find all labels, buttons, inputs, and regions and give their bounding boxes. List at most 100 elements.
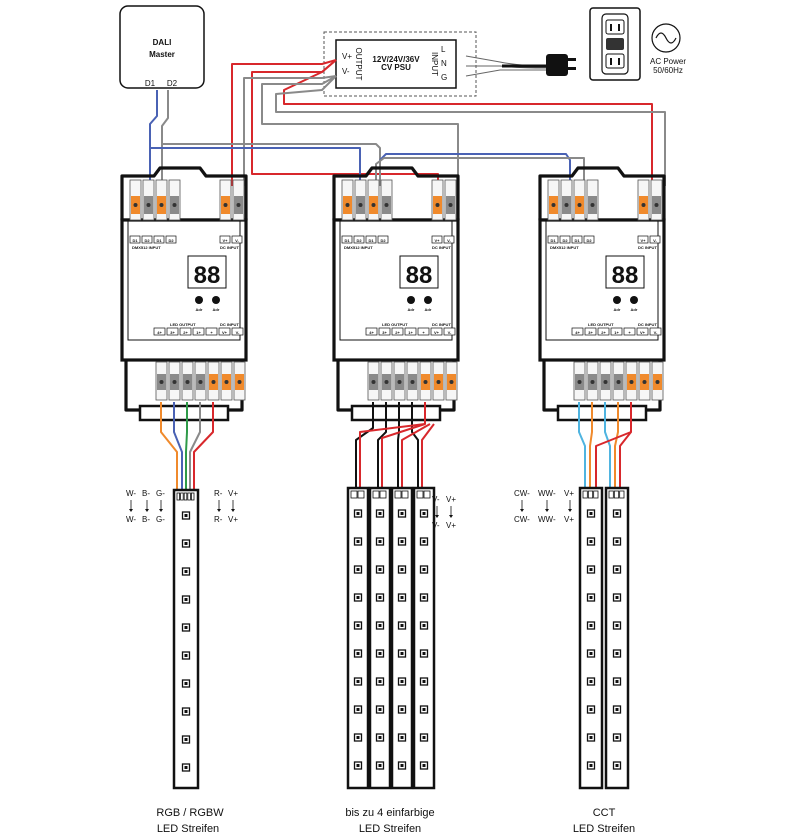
strip-pin bbox=[401, 490, 409, 499]
top-terminal-label-4: D2 bbox=[380, 238, 386, 243]
top-terminal-label-1: D1 bbox=[550, 238, 556, 243]
dali-master: DALI Master D1 D2 bbox=[119, 5, 205, 89]
led-chip-core bbox=[615, 680, 619, 683]
bottom-terminal-label-5: + bbox=[628, 330, 631, 335]
bottom-terminal-label-1: 4+ bbox=[157, 330, 162, 335]
bottom-terminal-label-4: 1+ bbox=[614, 330, 619, 335]
led-chip-core bbox=[378, 568, 382, 571]
top-terminal-label-3: D1 bbox=[156, 238, 162, 243]
bottom-terminal-label-4: 1+ bbox=[408, 330, 413, 335]
led-chip-core bbox=[400, 512, 404, 515]
strip-pin bbox=[350, 490, 358, 499]
led-chip-core bbox=[378, 624, 382, 627]
led-chip-core bbox=[589, 540, 593, 543]
strip-pin bbox=[416, 490, 424, 499]
top-terminal-label-1: D1 bbox=[344, 238, 350, 243]
led-chip-core bbox=[356, 680, 360, 683]
led-chip-core bbox=[356, 540, 360, 543]
strip-pin bbox=[176, 492, 180, 501]
strip-pin bbox=[187, 492, 191, 501]
bottom-terminal-label-6: V+ bbox=[640, 330, 646, 335]
cct-label-vplus-top: V+ bbox=[564, 489, 574, 498]
led-chip-core bbox=[422, 512, 426, 515]
caption-cct: CCT LED Streifen bbox=[573, 807, 635, 835]
led-chip-core bbox=[400, 540, 404, 543]
led-chip-core bbox=[400, 568, 404, 571]
strip-pin bbox=[613, 490, 620, 499]
psu-out-vplus: V+ bbox=[342, 52, 352, 61]
button-label-1: Adr bbox=[196, 307, 203, 312]
led-chip-core bbox=[589, 512, 593, 515]
led-chip-core bbox=[184, 626, 188, 629]
ac-power-source: AC Power 50/60Hz bbox=[650, 23, 686, 75]
led-chip-core bbox=[422, 624, 426, 627]
led-chip-core bbox=[615, 736, 619, 739]
bottom-terminal-label-1: 4+ bbox=[575, 330, 580, 335]
led-chip-core bbox=[400, 652, 404, 655]
led-chip-core bbox=[356, 708, 360, 711]
top-power-label-2: V- bbox=[447, 238, 451, 243]
output-wires-cct bbox=[578, 402, 632, 490]
segment-display: 88 bbox=[406, 262, 433, 289]
dali-pin-d2: D2 bbox=[167, 79, 178, 88]
strip-pin bbox=[608, 490, 614, 499]
controller-module-2 bbox=[332, 166, 460, 422]
led-chip-core bbox=[378, 512, 382, 515]
power-supply: 12V/24V/36V CV PSU OUTPUT INPUT V+ V- L … bbox=[323, 31, 477, 97]
led-chip-core bbox=[422, 568, 426, 571]
led-chip-core bbox=[400, 708, 404, 711]
led-strips bbox=[172, 486, 630, 790]
ac-plug bbox=[465, 54, 576, 77]
led-chip-core bbox=[184, 514, 188, 517]
bottom-terminal-label-5: + bbox=[210, 330, 213, 335]
dc-input-bottom-label: DC INPUT bbox=[432, 322, 451, 327]
top-power-label-1: V+ bbox=[222, 238, 228, 243]
led-chip-core bbox=[184, 598, 188, 601]
led-chip-core bbox=[184, 654, 188, 657]
cct-pin-labels: CW- WW- V+ CW- WW- V+ bbox=[514, 489, 574, 524]
led-strip-mono-3 bbox=[390, 486, 414, 790]
bottom-terminal-label-3: 2+ bbox=[395, 330, 400, 335]
top-power-label-1: V+ bbox=[640, 238, 646, 243]
led-output-label: LED OUTPUT bbox=[170, 322, 196, 327]
strip-pin bbox=[357, 490, 365, 499]
top-terminal-label-2: D2 bbox=[356, 238, 362, 243]
cct-label-cw-top: CW- bbox=[514, 489, 530, 498]
bottom-terminal-label-7: V- bbox=[236, 330, 240, 335]
caption-rgb: RGB / RGBW LED Streifen bbox=[156, 807, 224, 835]
psu-subtitle: CV PSU bbox=[381, 63, 411, 72]
led-chip-core bbox=[356, 512, 360, 515]
dmx-input-label: DMX512 INPUT bbox=[344, 245, 373, 250]
rgb-label-g-bottom: G- bbox=[156, 515, 165, 524]
strip-pin bbox=[582, 490, 588, 499]
led-strip-cct-1 bbox=[578, 486, 604, 790]
psu-title: 12V/24V/36V bbox=[372, 55, 420, 64]
psu-input-label: INPUT bbox=[430, 52, 439, 76]
cct-label-ww-top: WW- bbox=[538, 489, 556, 498]
led-chip-core bbox=[422, 652, 426, 655]
top-terminal-label-3: D1 bbox=[368, 238, 374, 243]
led-chip-core bbox=[422, 596, 426, 599]
rgb-label-g-top: G- bbox=[156, 489, 165, 498]
led-strip-mono-1 bbox=[346, 486, 370, 790]
rgb-label-r-top: R- bbox=[214, 489, 223, 498]
led-chip-core bbox=[422, 708, 426, 711]
strip-pin bbox=[180, 492, 184, 501]
strip-pin bbox=[379, 490, 387, 499]
bottom-terminal-label-2: 3+ bbox=[382, 330, 387, 335]
top-terminal-label-4: D2 bbox=[586, 238, 592, 243]
led-chip-core bbox=[378, 540, 382, 543]
mono-label-vplus-top: V+ bbox=[446, 495, 456, 504]
ac-power-label: AC Power bbox=[650, 57, 686, 66]
led-chip-core bbox=[356, 568, 360, 571]
led-chip-core bbox=[615, 596, 619, 599]
led-chip-core bbox=[356, 624, 360, 627]
strip-pin bbox=[587, 490, 594, 499]
controller-module-3 bbox=[538, 166, 666, 422]
cct-label-ww-bottom: WW- bbox=[538, 515, 556, 524]
top-power-label-1: V+ bbox=[434, 238, 440, 243]
bottom-terminal-label-3: 2+ bbox=[601, 330, 606, 335]
led-chip-core bbox=[422, 736, 426, 739]
